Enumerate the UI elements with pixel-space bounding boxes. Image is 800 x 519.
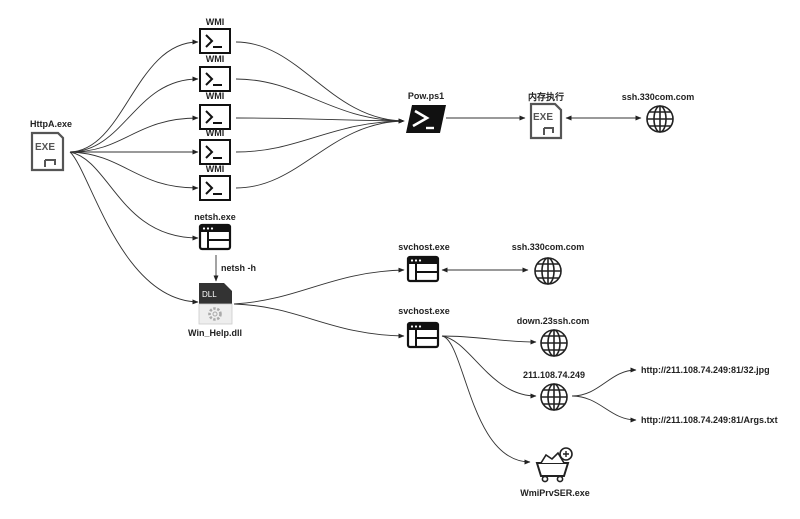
edge-ip-url2	[571, 395, 637, 423]
edge-httpa-netsh	[69, 151, 199, 241]
edge-svchost2-wmiprvse	[441, 335, 531, 465]
httpa-label: HttpA.exe	[30, 119, 72, 129]
dll-badge: DLL	[202, 290, 217, 299]
node-powershell[interactable]: Pow.ps1	[406, 91, 446, 133]
node-wmi-5[interactable]: WMI	[199, 164, 231, 201]
node-ip[interactable]: 211.108.74.249	[523, 370, 585, 411]
wmi-label: WMI	[206, 17, 225, 27]
node-memexec[interactable]: 内存执行 EXE	[528, 91, 564, 140]
window-icon	[198, 223, 232, 251]
node-wmi-1[interactable]: WMI	[199, 17, 231, 54]
node-netsh[interactable]: netsh.exe	[194, 212, 236, 251]
edge-wmi2-pow	[235, 78, 405, 124]
wmi-label: WMI	[206, 164, 225, 174]
dll-file-icon: DLL	[198, 283, 233, 325]
node-domain3[interactable]: down.23ssh.com	[517, 316, 590, 357]
edge-httpa-wmi-3	[69, 115, 199, 153]
edges	[69, 39, 642, 465]
edge-wmi4-pow	[235, 118, 405, 153]
edge-httpa-wmi-2	[69, 76, 199, 153]
node-wmi-4[interactable]: WMI	[199, 128, 231, 165]
ip-label: 211.108.74.249	[523, 370, 585, 380]
terminal-icon	[199, 139, 231, 165]
edge-httpa-dll	[69, 151, 199, 305]
terminal-icon	[199, 66, 231, 92]
svchost2-label: svchost.exe	[398, 306, 450, 316]
svg-text:EXE: EXE	[35, 142, 55, 153]
node-httpa[interactable]: HttpA.exe EXE	[30, 119, 72, 172]
wmiprvse-label: WmiPrvSER.exe	[520, 488, 590, 498]
globe-icon	[540, 329, 568, 357]
netsh-label: netsh.exe	[194, 212, 236, 222]
edge-dll-svchost2	[233, 303, 405, 339]
mine-cart-icon	[535, 447, 573, 483]
globe-icon	[646, 105, 674, 133]
node-wmi-3[interactable]: WMI	[199, 91, 231, 130]
edge-wmi3-pow	[235, 117, 405, 124]
wmi-label: WMI	[206, 128, 225, 138]
exe-file-icon: EXE	[529, 102, 563, 140]
terminal-icon	[199, 104, 231, 130]
node-domain1[interactable]: ssh.330com.com	[622, 92, 695, 133]
dll-label: Win_Help.dll	[188, 328, 242, 338]
node-wmi-2[interactable]: WMI	[199, 54, 231, 92]
globe-icon	[540, 383, 568, 411]
powershell-icon	[406, 105, 446, 133]
svchost1-label: svchost.exe	[398, 242, 450, 252]
window-icon	[406, 255, 440, 283]
node-domain2[interactable]: ssh.330com.com	[512, 242, 585, 285]
node-wmiprvse[interactable]: WmiPrvSER.exe	[520, 447, 590, 498]
edge-ip-url1	[571, 367, 637, 397]
domain3-label: down.23ssh.com	[517, 316, 590, 326]
wmi-label: WMI	[206, 54, 225, 64]
terminal-icon	[199, 28, 231, 54]
memexec-label: 内存执行	[528, 91, 564, 102]
edge-svchost2-ip	[441, 335, 537, 399]
edge-wmi5-pow	[235, 118, 405, 189]
edge-dll-svchost1	[233, 267, 405, 305]
url-1-label[interactable]: http://211.108.74.249:81/32.jpg	[641, 365, 770, 375]
terminal-icon	[199, 175, 231, 201]
wmi-label: WMI	[206, 91, 225, 101]
node-svchost-1[interactable]: svchost.exe	[398, 242, 450, 283]
powershell-label: Pow.ps1	[408, 91, 444, 101]
node-dll[interactable]: DLL Win_Help.dll	[188, 283, 242, 338]
globe-icon	[534, 257, 562, 285]
netsh-command-label: netsh -h	[221, 263, 256, 273]
domain2-label: ssh.330com.com	[512, 242, 585, 252]
node-svchost-2[interactable]: svchost.exe	[398, 306, 450, 349]
domain1-label: ssh.330com.com	[622, 92, 695, 102]
edge-httpa-wmi-5	[69, 151, 199, 191]
edge-svchost2-domain3	[441, 335, 537, 345]
svg-text:EXE: EXE	[533, 112, 553, 123]
edge-wmi1-pow	[235, 41, 405, 124]
url-2-label[interactable]: http://211.108.74.249:81/Args.txt	[641, 415, 778, 425]
edge-httpa-wmi-1	[69, 39, 199, 153]
exe-file-icon: EXE	[30, 131, 65, 172]
window-icon	[406, 321, 440, 349]
